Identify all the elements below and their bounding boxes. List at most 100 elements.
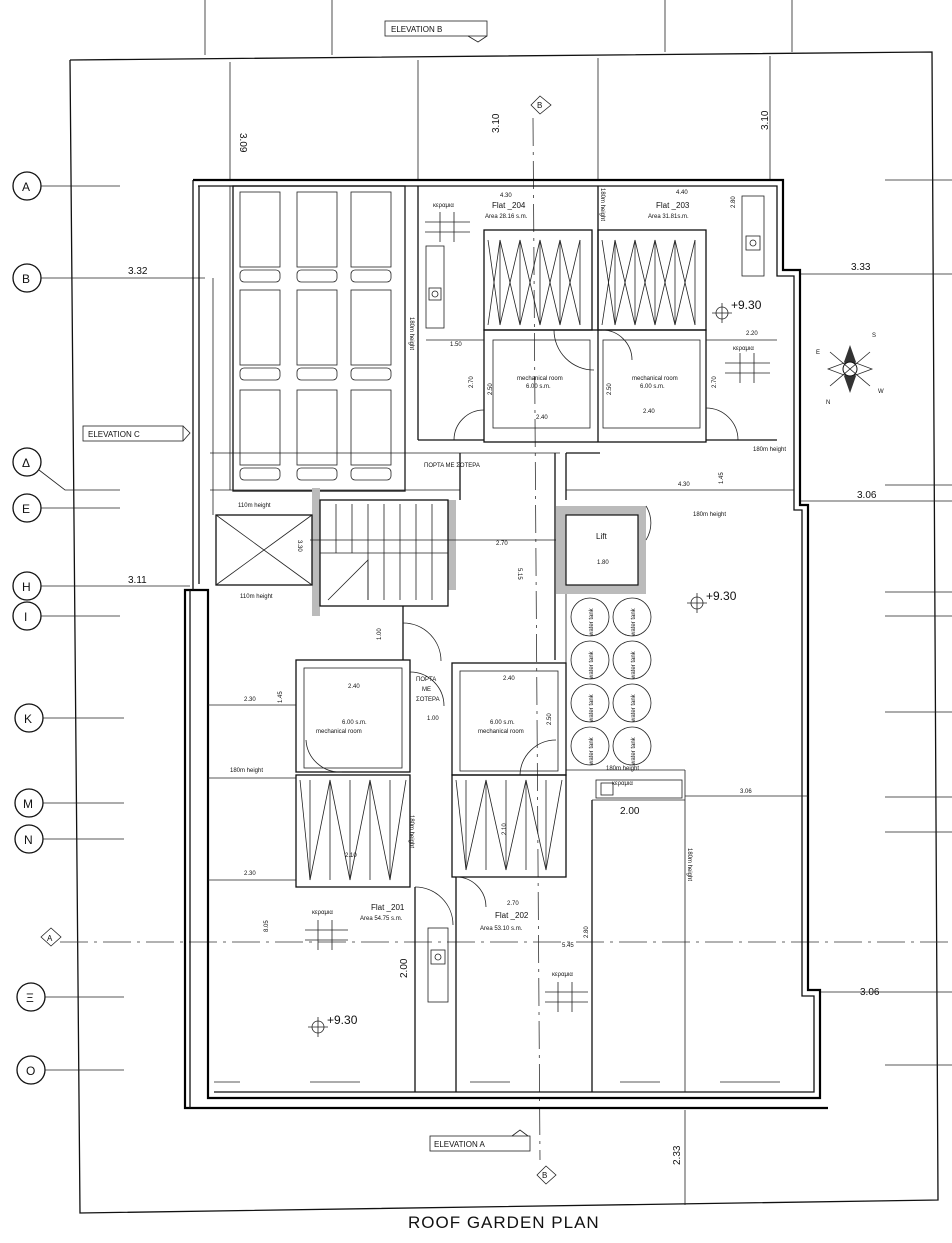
dimension-label: 2.00: [620, 806, 640, 817]
grid-label: I: [24, 610, 27, 624]
level-label: +9.30: [706, 589, 737, 603]
section-marker-b-bottom-label: B: [542, 1171, 547, 1180]
grid-label: O: [26, 1064, 35, 1078]
flat-204-area: Area 28.16 s.m.: [485, 214, 528, 220]
dimension-label: 2.40: [348, 684, 360, 690]
elevation-a-label: ELEVATION A: [434, 1140, 485, 1149]
dimension-label: 1.00: [427, 716, 439, 722]
section-marker-a-left-label: A: [47, 934, 53, 943]
tile-grid: κεραμια: [305, 910, 348, 950]
dimension-label: 4.40: [676, 190, 688, 196]
outer-dimension-labels: 3.09 3.10 3.10 3.32 3.33 3.11 3.06 3.06 …: [128, 110, 880, 1165]
dimension-label: 3.09: [237, 133, 248, 153]
tile-grid: κεραμια: [545, 972, 588, 1012]
mech-room-name: mechanical room: [316, 729, 362, 735]
dimension-label: 2.50: [547, 713, 553, 725]
dimension-label: 3.06: [860, 987, 880, 998]
water-tank-label: water tank: [589, 693, 595, 723]
water-tank-label: water tank: [589, 607, 595, 637]
elevation-a-tag: ELEVATION A: [429, 1129, 531, 1152]
svg-text:E: E: [816, 350, 820, 356]
dimension-label: 2.10: [502, 823, 508, 835]
floor-finish-label: κεραμια: [733, 346, 754, 352]
section-marker-b-top-label: B: [537, 101, 542, 110]
water-tank: [612, 597, 652, 637]
door-note: ΣΟΤΕΡΑ: [416, 697, 440, 703]
lower-mech-rooms: 6.00 s.m. mechanical room 6.00 s.m. mech…: [208, 628, 567, 779]
cross-braced-panels: [299, 779, 563, 881]
mech-room-area: 6.00 s.m.: [342, 720, 367, 726]
elevation-c-label: ELEVATION C: [88, 430, 140, 439]
solar-panel-array: [210, 185, 560, 492]
dimension-label: 2.40: [536, 415, 548, 421]
section-marker-b-bottom: B: [536, 1165, 557, 1185]
grid-label: E: [22, 502, 30, 516]
height-label: 110m height: [240, 594, 273, 600]
grid-label: K: [24, 712, 32, 726]
height-label: 180m height: [599, 188, 605, 221]
dimension-label: 2.10: [345, 853, 357, 859]
dimension-label: 2.70: [496, 541, 508, 547]
mech-room-area: 6.00 s.m.: [640, 384, 665, 390]
dimension-label: 2.50: [607, 383, 613, 395]
dimension-label: 3.30: [296, 540, 302, 552]
floor-finish-label: κεραμια: [612, 781, 633, 787]
dimension-label: 3.10: [491, 113, 502, 133]
dimension-label: 2.70: [712, 376, 718, 388]
water-tanks: water tank water tank water tank water t…: [565, 594, 686, 1092]
dimension-label: 3.06: [857, 490, 877, 501]
water-tank: [570, 683, 610, 723]
dimension-label: 5.45: [562, 943, 574, 949]
height-label: 180m height: [686, 848, 692, 881]
mech-room-name: mechanical room: [517, 376, 563, 382]
grid-label: Δ: [22, 456, 30, 470]
svg-text:N: N: [826, 400, 830, 406]
water-tank-label: water tank: [589, 736, 595, 766]
svg-text:S: S: [872, 333, 876, 339]
elevation-b-label: ELEVATION B: [391, 25, 442, 34]
grid-label: N: [24, 833, 33, 847]
section-marker-a-left: A: [40, 927, 62, 947]
dimension-label: 2.30: [244, 697, 256, 703]
roof-door-note: ΠΟΡΤΑ ΜΕ ΣΟΤΕΡΑ: [424, 463, 480, 469]
dimension-label: 2.80: [584, 926, 590, 938]
flat-202-name: Flat _202: [495, 911, 529, 920]
lower-flats-zone: 180m height 180m height 2.10 2.10 2.30 3…: [208, 774, 808, 1092]
elevation-c-tag: ELEVATION C: [82, 425, 191, 442]
floor-finish-label: κεραμια: [433, 203, 454, 209]
flat-201-name: Flat _201: [371, 903, 405, 912]
mech-room-name: mechanical room: [632, 376, 678, 382]
dimension-label: 8.05: [264, 920, 270, 932]
water-tank-label: water tank: [631, 650, 637, 680]
water-tank-label: water tank: [631, 693, 637, 723]
dimension-label: 1.45: [719, 472, 725, 484]
dimension-label: 3.06: [740, 789, 752, 795]
dimension-label: 2.70: [507, 901, 519, 907]
flat-204-name: Flat _204: [492, 201, 526, 210]
floor-finish-label: κεραμια: [552, 972, 573, 978]
height-label: 180m height: [753, 447, 786, 453]
water-tank-label: water tank: [631, 607, 637, 637]
lift-label: Lift: [596, 532, 607, 541]
dimension-label: 1.00: [377, 628, 383, 640]
height-label: 180m height: [606, 766, 639, 772]
water-tank-label: water tank: [631, 736, 637, 766]
dimension-label: 1.80: [597, 560, 609, 566]
grid-label: Ξ: [26, 991, 34, 1005]
outer-frame: [69, 0, 939, 1214]
water-tank: [570, 640, 610, 680]
flat-202-area: Area 53.10 s.m.: [480, 926, 523, 932]
door-note: ΜΕ: [422, 687, 431, 693]
floor-finish-label: κεραμια: [312, 910, 333, 916]
grid-bubble: [12, 447, 42, 477]
dimension-label: 2.40: [503, 676, 515, 682]
grid-axes: A B Δ E H I K M N Ξ O: [12, 117, 952, 1161]
dimension-label: 3.32: [128, 266, 148, 277]
dimension-label: 2.30: [244, 871, 256, 877]
dimension-label: 1.45: [278, 691, 284, 703]
solar-panel-grid: [239, 191, 392, 481]
water-tank: [570, 597, 610, 637]
level-label: +9.30: [327, 1013, 358, 1027]
mech-room-area: 6.00 s.m.: [526, 384, 551, 390]
